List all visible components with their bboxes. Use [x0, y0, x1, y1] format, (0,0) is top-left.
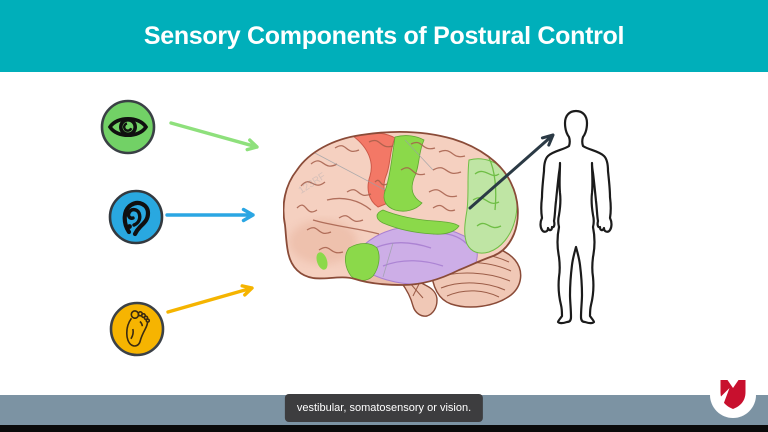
vision-circle	[100, 99, 156, 155]
foot-icon	[109, 301, 165, 357]
somatosensory-arrow	[166, 284, 254, 314]
eye-icon	[100, 99, 156, 155]
body-path	[539, 109, 613, 325]
footer-edge-bar	[0, 425, 768, 432]
vision-arrow	[169, 121, 259, 152]
sensory-cortex-region	[383, 135, 425, 212]
eye-outline	[107, 116, 149, 138]
eye-highlight	[123, 122, 133, 132]
shield-mark	[720, 380, 746, 409]
shield-cut	[720, 388, 730, 404]
vestibular-circle	[108, 189, 164, 245]
lateral-green-band	[376, 209, 460, 235]
vestibular-arrow	[165, 207, 255, 223]
brain-illustration: 123RF	[283, 131, 522, 317]
university-logo	[710, 372, 756, 418]
ear-lobe-dot	[127, 224, 132, 229]
subtitle-caption: vestibular, somatosensory or vision.	[284, 394, 484, 422]
gyri-lines	[296, 139, 466, 254]
somatosensory-circle	[109, 301, 165, 357]
header-bar: Sensory Components of Postural Control	[0, 0, 768, 72]
ear-helix	[122, 200, 151, 237]
eye-iris	[119, 118, 137, 136]
ear-icon	[108, 189, 164, 245]
frontal-green-spot	[316, 252, 328, 270]
page-title: Sensory Components of Postural Control	[143, 21, 625, 50]
body-outline	[539, 109, 613, 325]
leader-lines	[312, 139, 434, 278]
shield-notch	[727, 380, 739, 388]
ear-inner-curl	[126, 207, 142, 227]
foot-glyph	[126, 310, 151, 347]
cerebrum-outline	[283, 131, 519, 286]
university-shield-n-icon	[720, 380, 746, 409]
temporal-pole-green	[345, 243, 380, 281]
